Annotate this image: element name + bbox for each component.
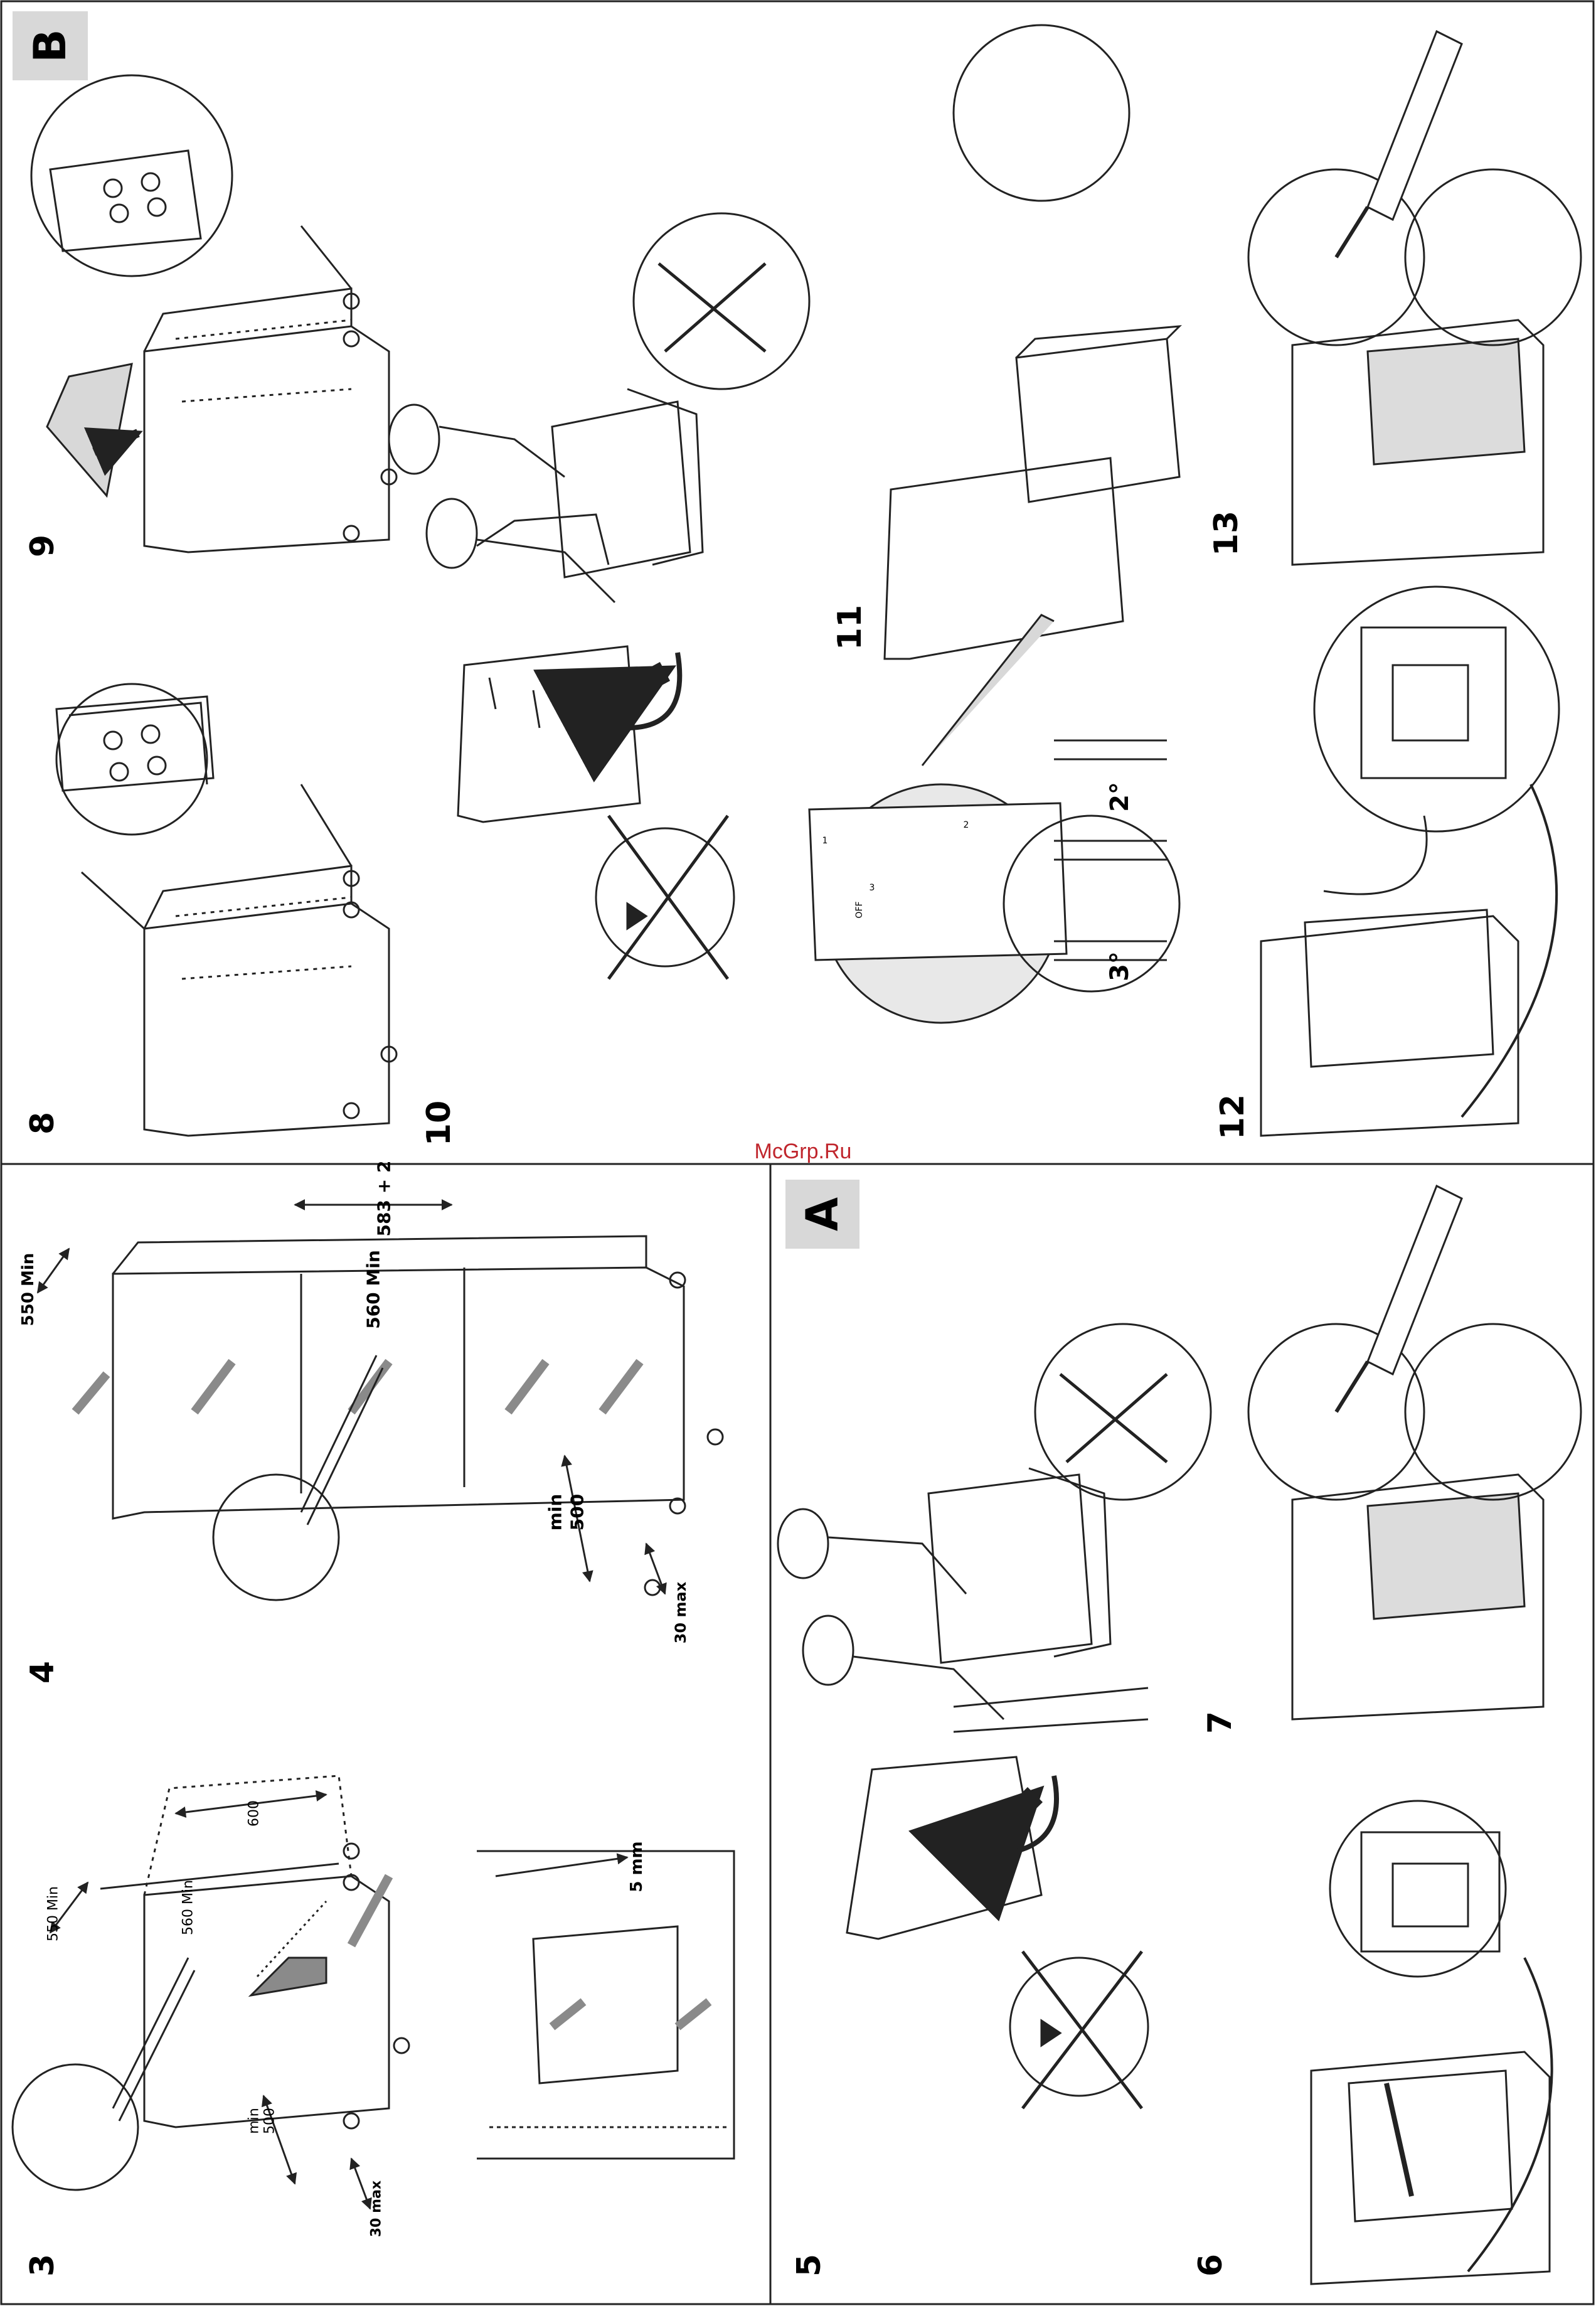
fig3-dim-550: 550 Min (46, 1886, 61, 1941)
step-7-label: 7 (1201, 1711, 1239, 1734)
fig4-dim-500: 500 (567, 1494, 588, 1530)
fig4-dim-560: 560 Min (363, 1250, 384, 1329)
step-8-label: 8 (24, 1112, 61, 1134)
fig11-n2: 2 (964, 820, 969, 830)
fig3-dim-5mm: 5 mm (627, 1841, 646, 1892)
fig-7-screwing (1248, 1186, 1581, 1719)
fig11-off: OFF (854, 901, 864, 918)
fig11-deg2: 2° (1105, 782, 1134, 812)
section-a: A 5 6 7 (778, 1180, 1581, 2284)
fig4-dim-30max: 30 max (672, 1581, 689, 1643)
step-9-label: 9 (24, 535, 61, 557)
fig-12-oven (1261, 587, 1559, 1136)
fig11-n1: 1 (822, 836, 828, 846)
step-13-label: 13 (1208, 511, 1245, 556)
fig3-dim-30max: 30 max (369, 2181, 385, 2237)
fig3-dim-min: min (247, 2108, 262, 2134)
fig3-dim-600: 600 (247, 1800, 262, 1827)
section-left: 3 4 600 550 Min 560 Min min 500 30 max (13, 1161, 734, 2277)
step-10-label: 10 (420, 1101, 458, 1146)
step-11-label: 11 (831, 605, 869, 650)
fig-9-cabinet (31, 75, 396, 552)
step-12-label: 12 (1214, 1094, 1252, 1140)
badge-a-label: A (797, 1197, 848, 1231)
fig-11-wiring (809, 25, 1179, 1023)
fig-8-cabinet (56, 684, 396, 1136)
fig-3-cabinet (13, 1776, 409, 2209)
fig-10-lifting (389, 213, 809, 979)
fig4-dim-550: 550 Min (19, 1253, 38, 1326)
badge-b-label: B (24, 29, 76, 62)
fig3-dim-560: 560 Min (181, 1880, 196, 1935)
fig-3b-oven (477, 1851, 734, 2159)
section-b: B 8 9 10 11 12 13 (13, 11, 1581, 1146)
step-4-label: 4 (24, 1661, 61, 1684)
step-6-label: 6 (1192, 2254, 1230, 2277)
fig4-dim-min: min (545, 1494, 566, 1531)
watermark: McGrp.Ru (740, 1140, 866, 1164)
fig11-deg3: 3° (1105, 951, 1134, 981)
fig-5-lifting (778, 1324, 1211, 2108)
fig3-dim-500: 500 (262, 2108, 278, 2134)
fig-13-screwing (1248, 31, 1581, 565)
step-3-label: 3 (24, 2254, 61, 2277)
fig11-n3: 3 (870, 883, 875, 893)
fig4-dim-583: 583 + 2 (374, 1161, 395, 1237)
fig-6-oven (1311, 1801, 1552, 2284)
step-5-label: 5 (790, 2254, 828, 2277)
